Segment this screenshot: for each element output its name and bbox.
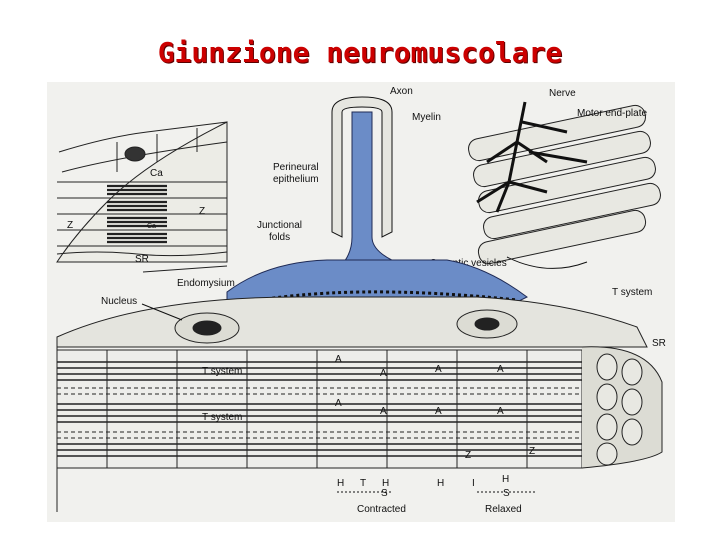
perineural-label: Perineural (273, 162, 319, 173)
inset-arrow (506, 256, 588, 269)
a-label-6: A (380, 406, 387, 417)
a-label-7: A (435, 406, 442, 417)
motor-end-plate-label: Motor end-plate (577, 108, 647, 119)
z-label-2: Z (529, 446, 535, 457)
t-system-label-upper: T system (202, 366, 242, 377)
h-label-4: H (502, 474, 509, 485)
a-label-1: A (335, 354, 342, 365)
i-label: I (472, 478, 475, 489)
a-label-8: A (497, 406, 504, 417)
a-label-3: A (435, 364, 442, 375)
motor-end-plate-inset (468, 101, 661, 265)
folds-label: folds (269, 232, 290, 243)
nucleus-label: Nucleus (101, 296, 137, 307)
nerve-label: Nerve (549, 88, 576, 99)
endomysium-label: Endomysium (177, 278, 235, 289)
z-label-1: Z (465, 450, 471, 461)
diagram-svg: Ca Z Z Ca SR Nerve Motor end-plate Axon … (56, 86, 666, 515)
slide-title: Giunzione neuromuscolare (157, 36, 563, 69)
epithelium-label: epithelium (273, 174, 319, 185)
z-label-inset-right: Z (199, 206, 205, 217)
ca-label-inner: Ca (147, 223, 156, 230)
t-system-label-lower: T system (202, 412, 242, 423)
synaptic-vesicles-label: Synaptic vesicles (430, 258, 507, 269)
a-label-2: A (380, 368, 387, 379)
nucleus-leader (141, 303, 183, 321)
t-system-label-right: T system (612, 287, 652, 298)
sr-inset (56, 121, 228, 273)
s-label-1: S (381, 488, 388, 499)
axon-label: Axon (390, 86, 413, 97)
t-label: T (360, 478, 366, 489)
h-label-2: H (382, 478, 389, 489)
axon-myelin (325, 96, 448, 278)
h-label-1: H (337, 478, 344, 489)
myelin-label: Myelin (412, 112, 441, 123)
relaxed-label: Relaxed (485, 504, 522, 515)
ca-label-top: Ca (150, 168, 163, 179)
contracted-label: Contracted (357, 504, 406, 515)
a-label-5: A (335, 398, 342, 409)
sr-label-right: SR (652, 338, 666, 349)
sr-label-inset: SR (135, 254, 149, 265)
s-label-2: S (503, 488, 510, 499)
muscle-fiber (56, 296, 663, 512)
z-label-inset-left: Z (67, 220, 73, 231)
h-label-3: H (437, 478, 444, 489)
junctional-label: Junctional (257, 220, 302, 231)
a-label-4: A (497, 364, 504, 375)
neuromuscular-junction-figure: Ca Z Z Ca SR Nerve Motor end-plate Axon … (47, 82, 675, 522)
